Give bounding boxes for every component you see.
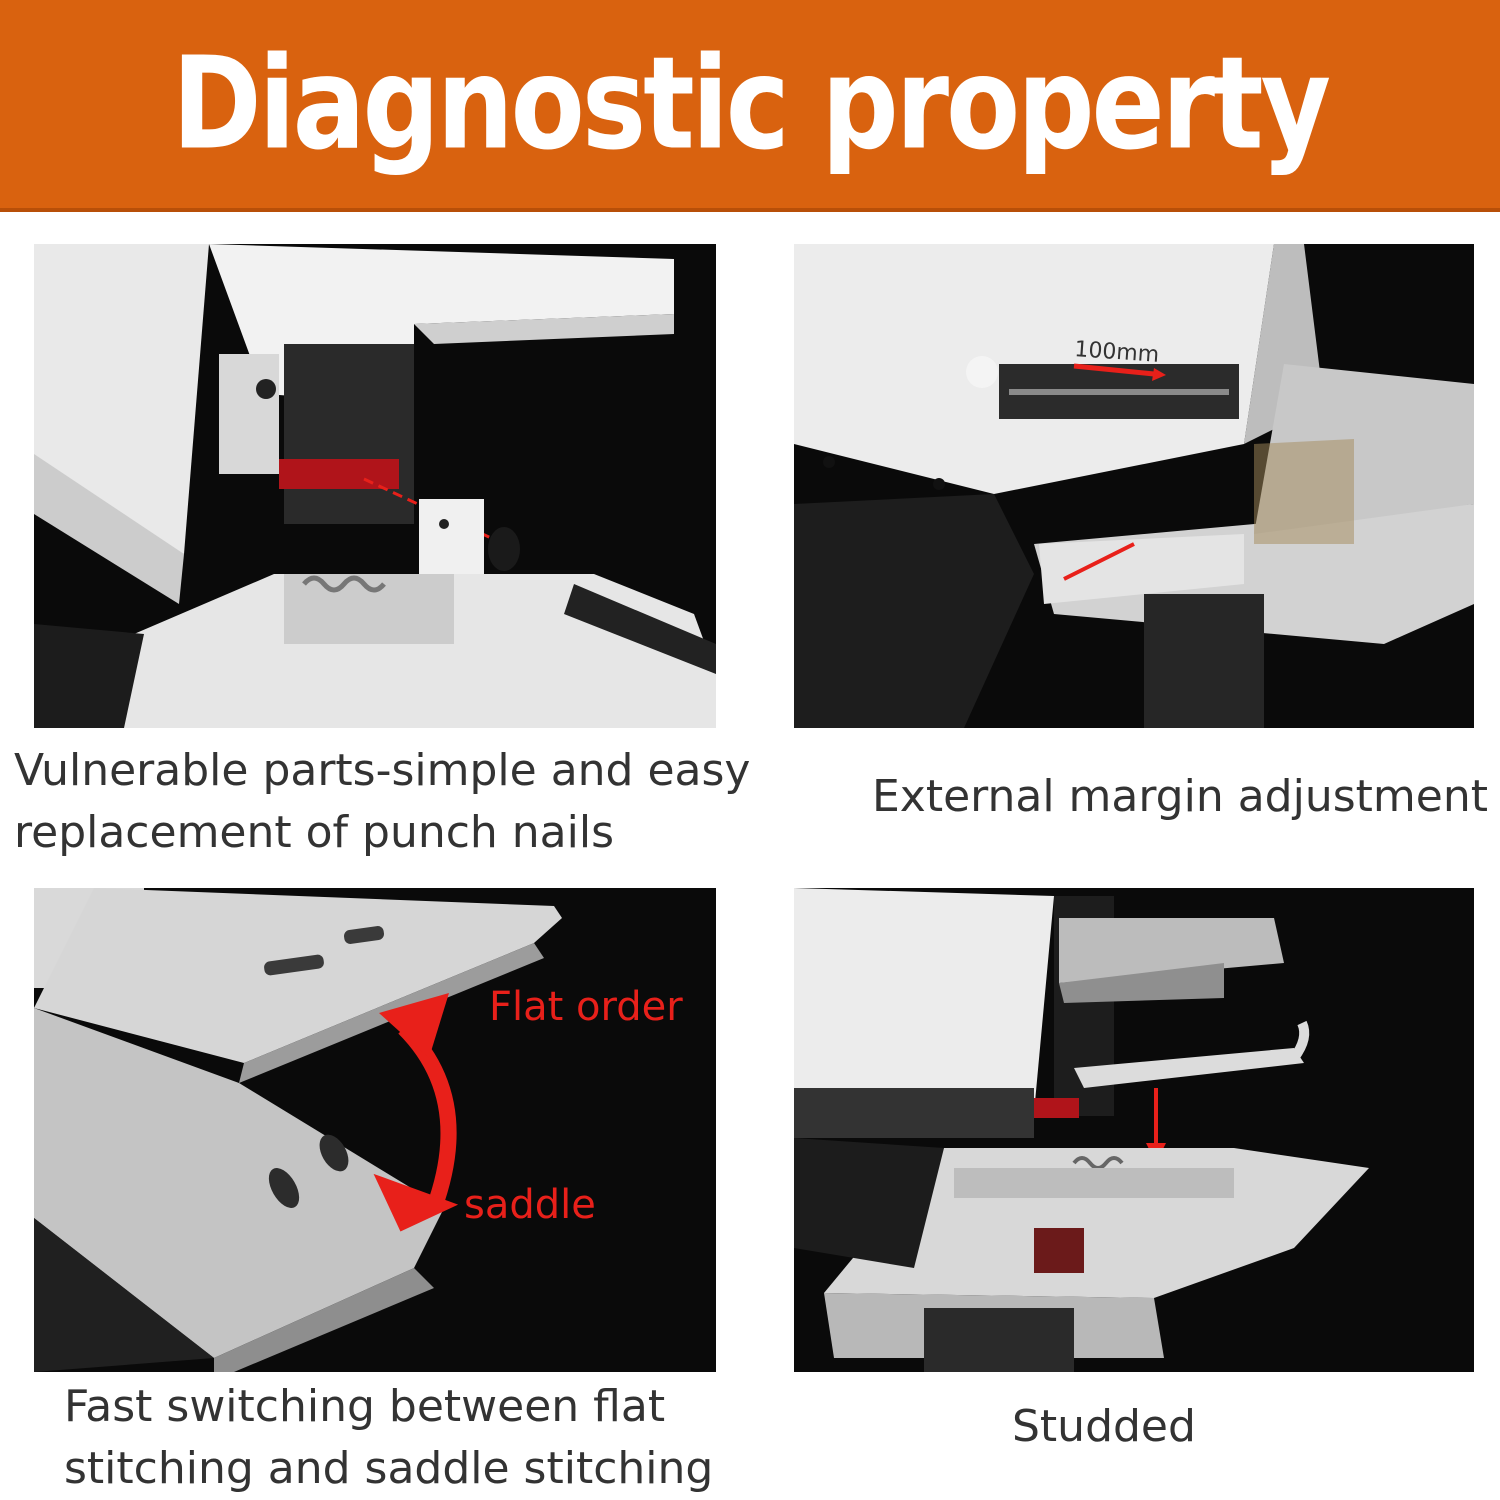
- studded-image: [794, 888, 1474, 1372]
- flat-order-label: Flat order: [489, 984, 683, 1030]
- caption-line: External margin adjustment: [872, 771, 1488, 822]
- caption-line: Vulnerable parts-simple and easy: [14, 745, 751, 796]
- caption-line: Fast switching between flat: [64, 1381, 666, 1432]
- caption-stitch-switching: Fast switching between flat stitching an…: [64, 1376, 713, 1500]
- caption-studded: Studded: [1012, 1396, 1196, 1458]
- page-title: Diagnostic property: [171, 30, 1331, 178]
- caption-punch-nails: Vulnerable parts-simple and easy replace…: [14, 740, 750, 864]
- stapler-head-illustration: [34, 244, 716, 728]
- caption-line: replacement of punch nails: [14, 807, 615, 858]
- dimension-label: 100mm: [1074, 337, 1160, 368]
- table-tilt-illustration: Flat order saddle: [34, 888, 716, 1372]
- stitch-mode-image: Flat order saddle: [34, 888, 716, 1372]
- punch-nail-image: [34, 244, 716, 728]
- caption-margin-adjustment: External margin adjustment: [872, 766, 1488, 828]
- caption-line: stitching and saddle stitching: [64, 1443, 714, 1494]
- margin-guide-illustration: 100mm: [794, 244, 1474, 728]
- caption-line: Studded: [1012, 1401, 1196, 1452]
- saddle-label: saddle: [464, 1182, 596, 1228]
- title-banner: Diagnostic property: [0, 0, 1500, 212]
- margin-adjustment-image: 100mm: [794, 244, 1474, 728]
- staple-output-illustration: [794, 888, 1474, 1372]
